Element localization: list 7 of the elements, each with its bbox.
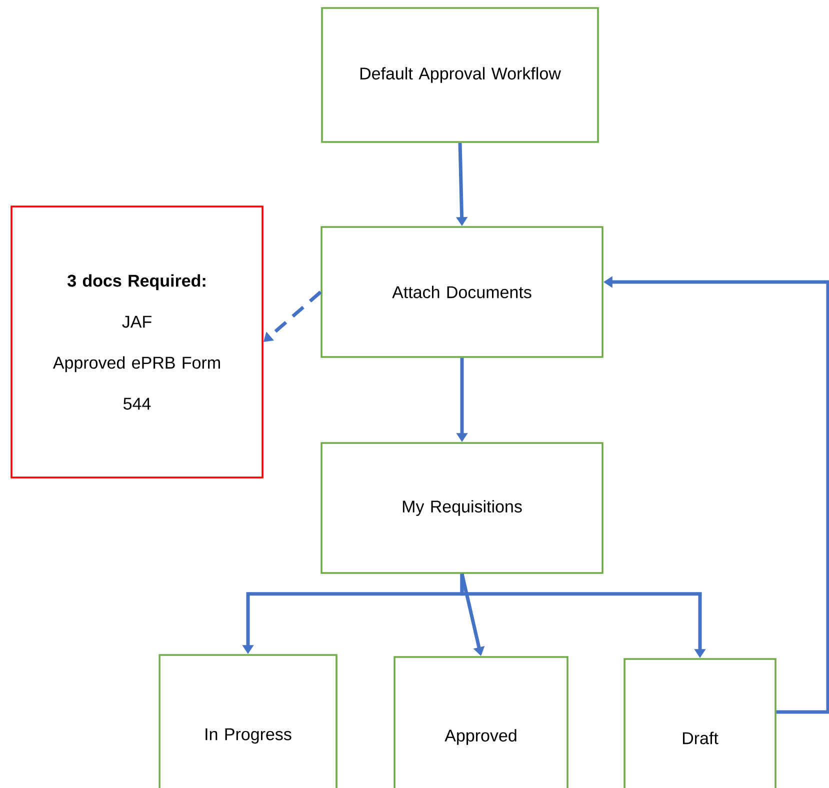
requirements-box: 3 docs Required: JAF Approved ePRB Form 544 — [10, 206, 264, 478]
process-box: Attach Documents — [320, 226, 604, 358]
process-box: Approved — [394, 656, 568, 788]
process-box: In Progress — [158, 654, 338, 788]
process-box: Default Approval Workflow — [321, 7, 599, 143]
process-box: Draft — [624, 658, 776, 788]
process-box: My Requisitions — [320, 442, 604, 574]
